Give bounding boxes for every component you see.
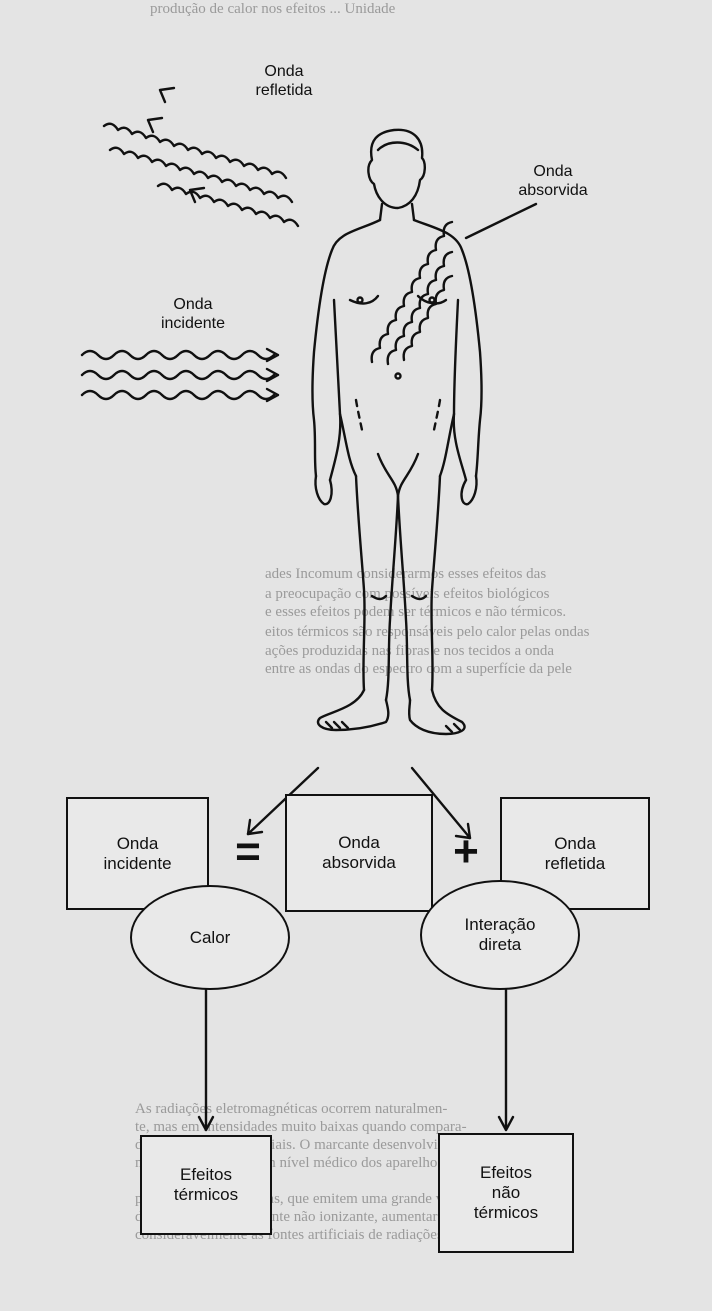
- label-incident-wave: Onda incidente: [138, 295, 248, 333]
- ellipse-heat-text: Calor: [190, 928, 231, 948]
- incident-wave-2: [82, 371, 274, 379]
- reflected-wave-2: [110, 148, 292, 202]
- ellipse-direct-interaction: Interação direta: [420, 880, 580, 990]
- box-nonthermal-effects-text: Efeitos não térmicos: [474, 1163, 538, 1223]
- box-thermal-effects: Efeitos térmicos: [140, 1135, 272, 1235]
- human-figure: [313, 130, 482, 734]
- absorbed-wave-group: [372, 222, 452, 364]
- incident-wave-group: [82, 349, 278, 401]
- box-incident-wave-text: Onda incidente: [103, 834, 171, 874]
- equals-sign: =: [228, 830, 268, 874]
- reflected-arrowhead-2: [148, 118, 162, 132]
- ellipse-direct-interaction-text: Interação direta: [465, 915, 536, 955]
- box-reflected-wave-text: Onda refletida: [545, 834, 605, 874]
- box-absorbed-wave-text: Onda absorvida: [322, 833, 396, 873]
- reflected-wave-group: [104, 88, 298, 226]
- label-absorbed-wave: Onda absorvida: [498, 162, 608, 200]
- incident-wave-1: [82, 351, 274, 359]
- plus-sign: +: [446, 830, 486, 874]
- box-nonthermal-effects: Efeitos não térmicos: [438, 1133, 574, 1253]
- box-absorbed-wave: Onda absorvida: [285, 794, 433, 912]
- ellipse-heat: Calor: [130, 885, 290, 990]
- absorbed-leader-line: [466, 204, 536, 238]
- incident-wave-3: [82, 391, 274, 399]
- box-thermal-effects-text: Efeitos térmicos: [174, 1165, 238, 1205]
- reflected-wave-3: [158, 184, 298, 226]
- label-reflected-wave: Onda refletida: [232, 62, 336, 100]
- reflected-arrowhead-1: [160, 88, 174, 102]
